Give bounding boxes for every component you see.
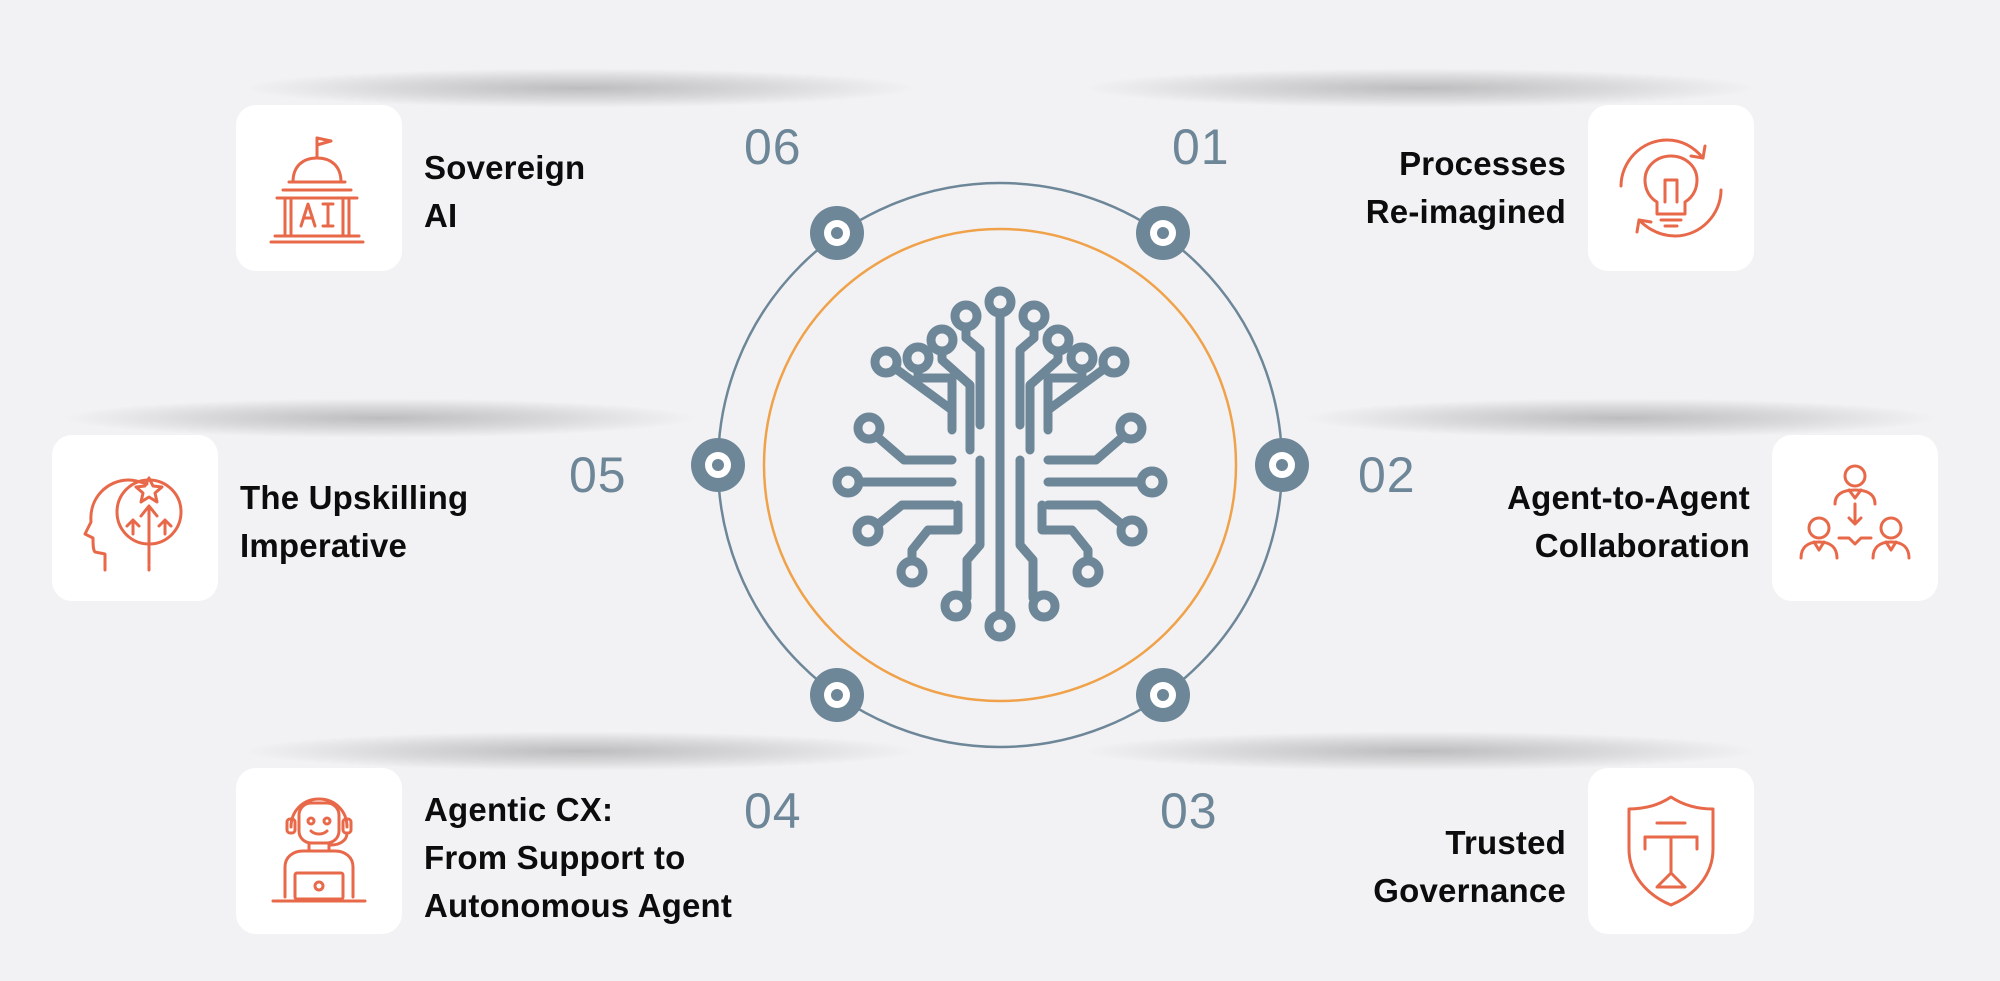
item-01-label-line: Processes [1399,145,1566,182]
lightbulb-cycle-icon [1619,138,1723,238]
item-06-label-line: AI [424,197,458,234]
item-02-icon-card [1772,435,1938,601]
ring-node [1255,438,1309,492]
item-03-icon-card [1588,768,1754,934]
item-04-label-line: From Support to [424,839,686,876]
card-shadow [60,398,700,438]
item-01-label: Processes Re-imagined [1366,140,1566,236]
item-01-label-line: Re-imagined [1365,193,1566,230]
item-03-label: Trusted Governance [1373,819,1566,915]
item-number-05: 05 [569,447,627,503]
circuit-brain-icon [832,286,1168,642]
item-02-label-line: Agent-to-Agent [1507,479,1750,516]
team-hierarchy-icon [1799,464,1911,560]
item-05-label-line: Imperative [240,527,408,564]
ring-node [1136,206,1190,260]
card-shadow [1080,68,1760,108]
card-shadow [1300,398,1940,438]
item-03-label-line: Governance [1373,872,1566,909]
central-hub [691,181,1309,749]
item-06-label: Sovereign AI [424,144,585,240]
item-number-03: 03 [1160,783,1218,839]
item-05-label: The Upskilling Imperative [240,474,468,570]
item-02-label-line: Collaboration [1534,527,1750,564]
ring-node [1136,668,1190,722]
item-number-04: 04 [744,783,802,839]
item-06-label-line: Sovereign [424,149,586,186]
inner-ring [762,227,1238,703]
item-04-label-line: Autonomous Agent [424,887,733,924]
item-04-label: Agentic CX: From Support to Autonomous A… [424,786,732,930]
card-shadow [240,68,920,108]
item-05-icon-card [52,435,218,601]
item-number-01: 01 [1172,119,1230,175]
item-04-label-line: Agentic CX: [424,791,614,828]
item-02-label: Agent-to-Agent Collaboration [1507,474,1750,570]
item-03-label-line: Trusted [1445,824,1566,861]
card-shadow [1080,731,1760,771]
shield-scales-icon [1627,795,1715,907]
item-number-06: 06 [744,119,802,175]
ring-node [810,668,864,722]
head-growth-icon [83,476,183,572]
support-agent-icon [271,797,367,903]
ring-node [691,438,745,492]
item-06-icon-card [236,105,402,271]
ring-node [810,206,864,260]
item-04-icon-card [236,768,402,934]
item-number-02: 02 [1358,447,1416,503]
ai-capitol-icon [269,136,365,244]
item-01-icon-card [1588,105,1754,271]
item-05-label-line: The Upskilling [240,479,469,516]
card-shadow [240,731,920,771]
